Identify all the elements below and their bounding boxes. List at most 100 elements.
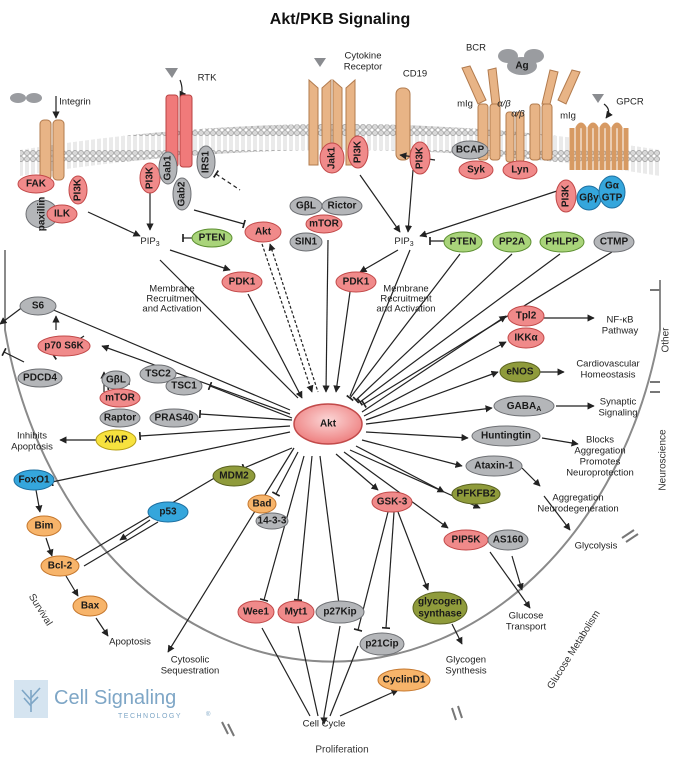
rictor-node (321, 196, 363, 216)
aggregation-2: Neurodegeneration (537, 504, 618, 515)
p70s6k-node (37, 335, 91, 357)
integrin-receptor: Integrin (10, 93, 91, 181)
bcl2-label: Bcl-2 (48, 561, 73, 572)
cd19-receptor: CD19 (395, 69, 427, 161)
pi3k-integrin-node (68, 175, 88, 205)
gaba-label: GABAA (507, 401, 542, 413)
blocks-4: Neuroprotection (566, 468, 634, 479)
mtor-top-label: mTOR (309, 219, 340, 230)
pfkfb2-label: PFKFB2 (457, 489, 496, 500)
bim-node (26, 515, 62, 537)
wee1-label: Wee1 (243, 607, 269, 618)
p70s6k-label: p70 S6K (44, 341, 84, 352)
membrane-left-1: Membrane (149, 284, 194, 295)
mdm2-label: MDM2 (219, 471, 249, 482)
pi3k-cd19-label: PI3K (415, 146, 426, 169)
blocks-1: Blocks (586, 435, 614, 446)
lyn-node (502, 160, 538, 180)
s6-label: S6 (32, 301, 45, 312)
bcl2-node (40, 555, 80, 577)
pi3k-rtk-node (139, 162, 161, 194)
sin1-node (289, 232, 323, 252)
irs1-label: IRS1 (201, 150, 212, 173)
tsc2-node (139, 364, 177, 384)
membrane-right-3: and Activation (376, 304, 435, 315)
membrane-left-3: and Activation (142, 304, 201, 315)
section-proliferation: Proliferation (315, 745, 368, 756)
fak-label: FAK (26, 179, 47, 190)
pras40-node (149, 408, 199, 428)
ab-label-2: α/β (511, 109, 525, 120)
cell-cycle-label: Cell Cycle (303, 719, 346, 730)
section-markers: Other Neuroscience Glucose Metabolism Pr… (26, 289, 672, 756)
bcr-receptor: BCR Ag mIg mIg α/β α/β (457, 43, 581, 163)
myt1-label: Myt1 (285, 607, 308, 618)
enos-node (499, 361, 541, 383)
cardio-1: Cardiovascular (576, 359, 639, 370)
mig-left-label: mIg (457, 99, 473, 110)
aggregation-1: Aggregation (552, 493, 603, 504)
gab2-node (172, 177, 192, 211)
page-title: Akt/PKB Signaling (270, 11, 410, 28)
pi3k-cyto-node (347, 135, 369, 169)
mdm2-node (212, 465, 256, 487)
lyn-label: Lyn (511, 165, 528, 176)
ga-node (598, 175, 626, 209)
membrane-right-1: Membrane (383, 284, 428, 295)
cst-logo: Cell Signaling TECHNOLOGY ® (14, 680, 211, 720)
akt-small-node (244, 221, 282, 243)
sin1-label: SIN1 (295, 237, 318, 248)
gpcr-label: GPCR (616, 97, 644, 108)
wee1-node (237, 600, 275, 624)
ga-label: Gα (605, 181, 620, 192)
pip3-right-label: PIP3 (394, 236, 413, 248)
ab-label-1: α/β (497, 99, 511, 110)
p1433-label: 14-3-3 (258, 516, 287, 527)
pdcd4-node (17, 368, 63, 388)
pi3k-rtk-label: PI3K (145, 166, 156, 189)
integrin-label: Integrin (59, 97, 91, 108)
gaba-node (493, 395, 555, 417)
rtk-label: RTK (198, 73, 217, 84)
pras40-label: PRAS40 (155, 413, 194, 424)
blocks-3: Promotes (580, 457, 621, 468)
gbg-label: Gβγ (579, 193, 599, 204)
syk-label: Syk (467, 165, 485, 176)
phlpp-node (539, 231, 585, 253)
pp2a-label: PP2A (499, 237, 525, 248)
mtor-top-node (305, 214, 343, 234)
inhibits-apoptosis-2: Apoptosis (11, 442, 53, 453)
xiap-label: XIAP (104, 435, 128, 446)
pdk1-right-label: PDK1 (343, 277, 370, 288)
bim-label: Bim (35, 521, 54, 532)
myt1-node (277, 600, 315, 624)
glycogen-synthesis-1: Glycogen (446, 655, 486, 666)
pten-right-node (443, 231, 483, 253)
bad-label: Bad (253, 499, 272, 510)
foxo1-label: FoxO1 (18, 475, 50, 486)
pten-right-label: PTEN (450, 237, 477, 248)
section-glucose: Glucose Metabolism (545, 609, 602, 692)
cytosolic-1: Cytosolic (171, 655, 210, 666)
ctmp-node (593, 231, 635, 253)
pi3k-gpcr-node (555, 179, 577, 213)
cytokine-receptor: Cytokine Receptor (308, 51, 382, 166)
membrane-right-2: Recruitment (380, 294, 432, 305)
bax-node (72, 595, 108, 617)
tsc1-node (165, 376, 203, 396)
glycogen-synthase-node (412, 591, 468, 625)
glycogen-synthase-label-2: synthase (418, 609, 462, 620)
huntingtin-label: Huntingtin (481, 431, 531, 442)
pdcd4-label: PDCD4 (23, 373, 57, 384)
rtk-receptor: RTK (165, 68, 217, 168)
cd19-label: CD19 (403, 69, 427, 80)
logo-mark: ® (206, 711, 211, 718)
apoptosis-label: Apoptosis (109, 637, 151, 648)
blocks-2: Aggregation (574, 446, 625, 457)
syk-node (458, 160, 494, 180)
pp2a-node (492, 231, 532, 253)
ikka-label: IKKα (514, 333, 538, 344)
nfkb-2: Pathway (602, 326, 639, 337)
gbl-left-label: GβL (106, 375, 126, 386)
